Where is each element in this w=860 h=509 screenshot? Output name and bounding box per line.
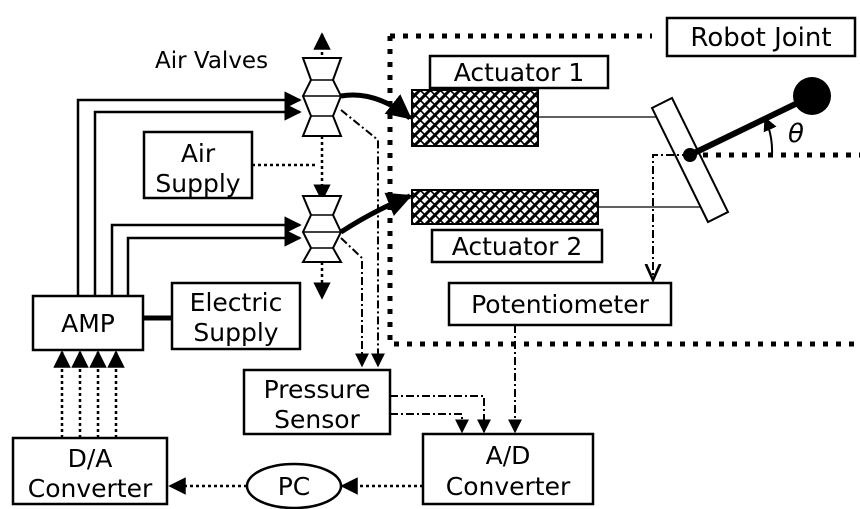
robot-joint-label: Robot Joint [665, 16, 857, 58]
pc-text: PC [278, 472, 311, 501]
air-supply-text-2: Supply [155, 169, 240, 198]
electric-supply-box: Electric Supply [170, 281, 302, 351]
amp-to-valve-wires [76, 91, 302, 296]
da-text-2: Converter [28, 474, 153, 503]
pressure-sensor-text-1: Pressure [264, 375, 371, 404]
ad-converter-box: A/D Converter [421, 432, 595, 506]
pressure-sensor-text-2: Sensor [274, 405, 360, 434]
robot-link [688, 93, 814, 158]
air-supply-text-1: Air [181, 139, 216, 168]
robot-joint-boundary [387, 33, 860, 347]
air-supply-box: Air Supply [142, 130, 254, 200]
pc-node: PC [245, 462, 343, 509]
air-valves-label: Air Valves [155, 48, 268, 74]
potentiometer-text: Potentiometer [471, 290, 649, 319]
da-to-amp-lines [53, 350, 125, 438]
air-valve-2 [301, 195, 343, 263]
theta-label: θ [788, 119, 804, 149]
air-tube-2 [339, 192, 413, 235]
da-text-1: D/A [68, 444, 113, 473]
electric-supply-text-1: Electric [190, 288, 283, 317]
electric-supply-text-2: Supply [193, 318, 278, 347]
pressure-to-ad-2 [390, 413, 469, 434]
valve1-pressure-line [340, 109, 385, 368]
actuator-1-label: Actuator 1 [454, 58, 585, 87]
potentiometer-signal [653, 154, 690, 280]
air-tube-1 [340, 92, 412, 120]
ad-text-1: A/D [486, 441, 531, 470]
actuator-1: Actuator 1 [411, 54, 610, 147]
air-valve-1 [301, 57, 343, 137]
actuator-2: Actuator 2 [411, 189, 604, 264]
da-converter-box: D/A Converter [11, 436, 169, 506]
pressure-to-ad-1 [390, 395, 491, 434]
actuator-2-label: Actuator 2 [452, 232, 583, 261]
valve2-pressure-line [340, 237, 369, 368]
ad-text-2: Converter [446, 472, 571, 501]
amp-text: AMP [61, 309, 115, 338]
angle-arc [763, 116, 777, 156]
pressure-sensor-box: Pressure Sensor [242, 368, 392, 436]
robot-joint-text: Robot Joint [690, 23, 831, 53]
potentiometer-box: Potentiometer [447, 281, 673, 327]
amp-box: AMP [31, 294, 145, 352]
link-end-mass [793, 77, 831, 115]
